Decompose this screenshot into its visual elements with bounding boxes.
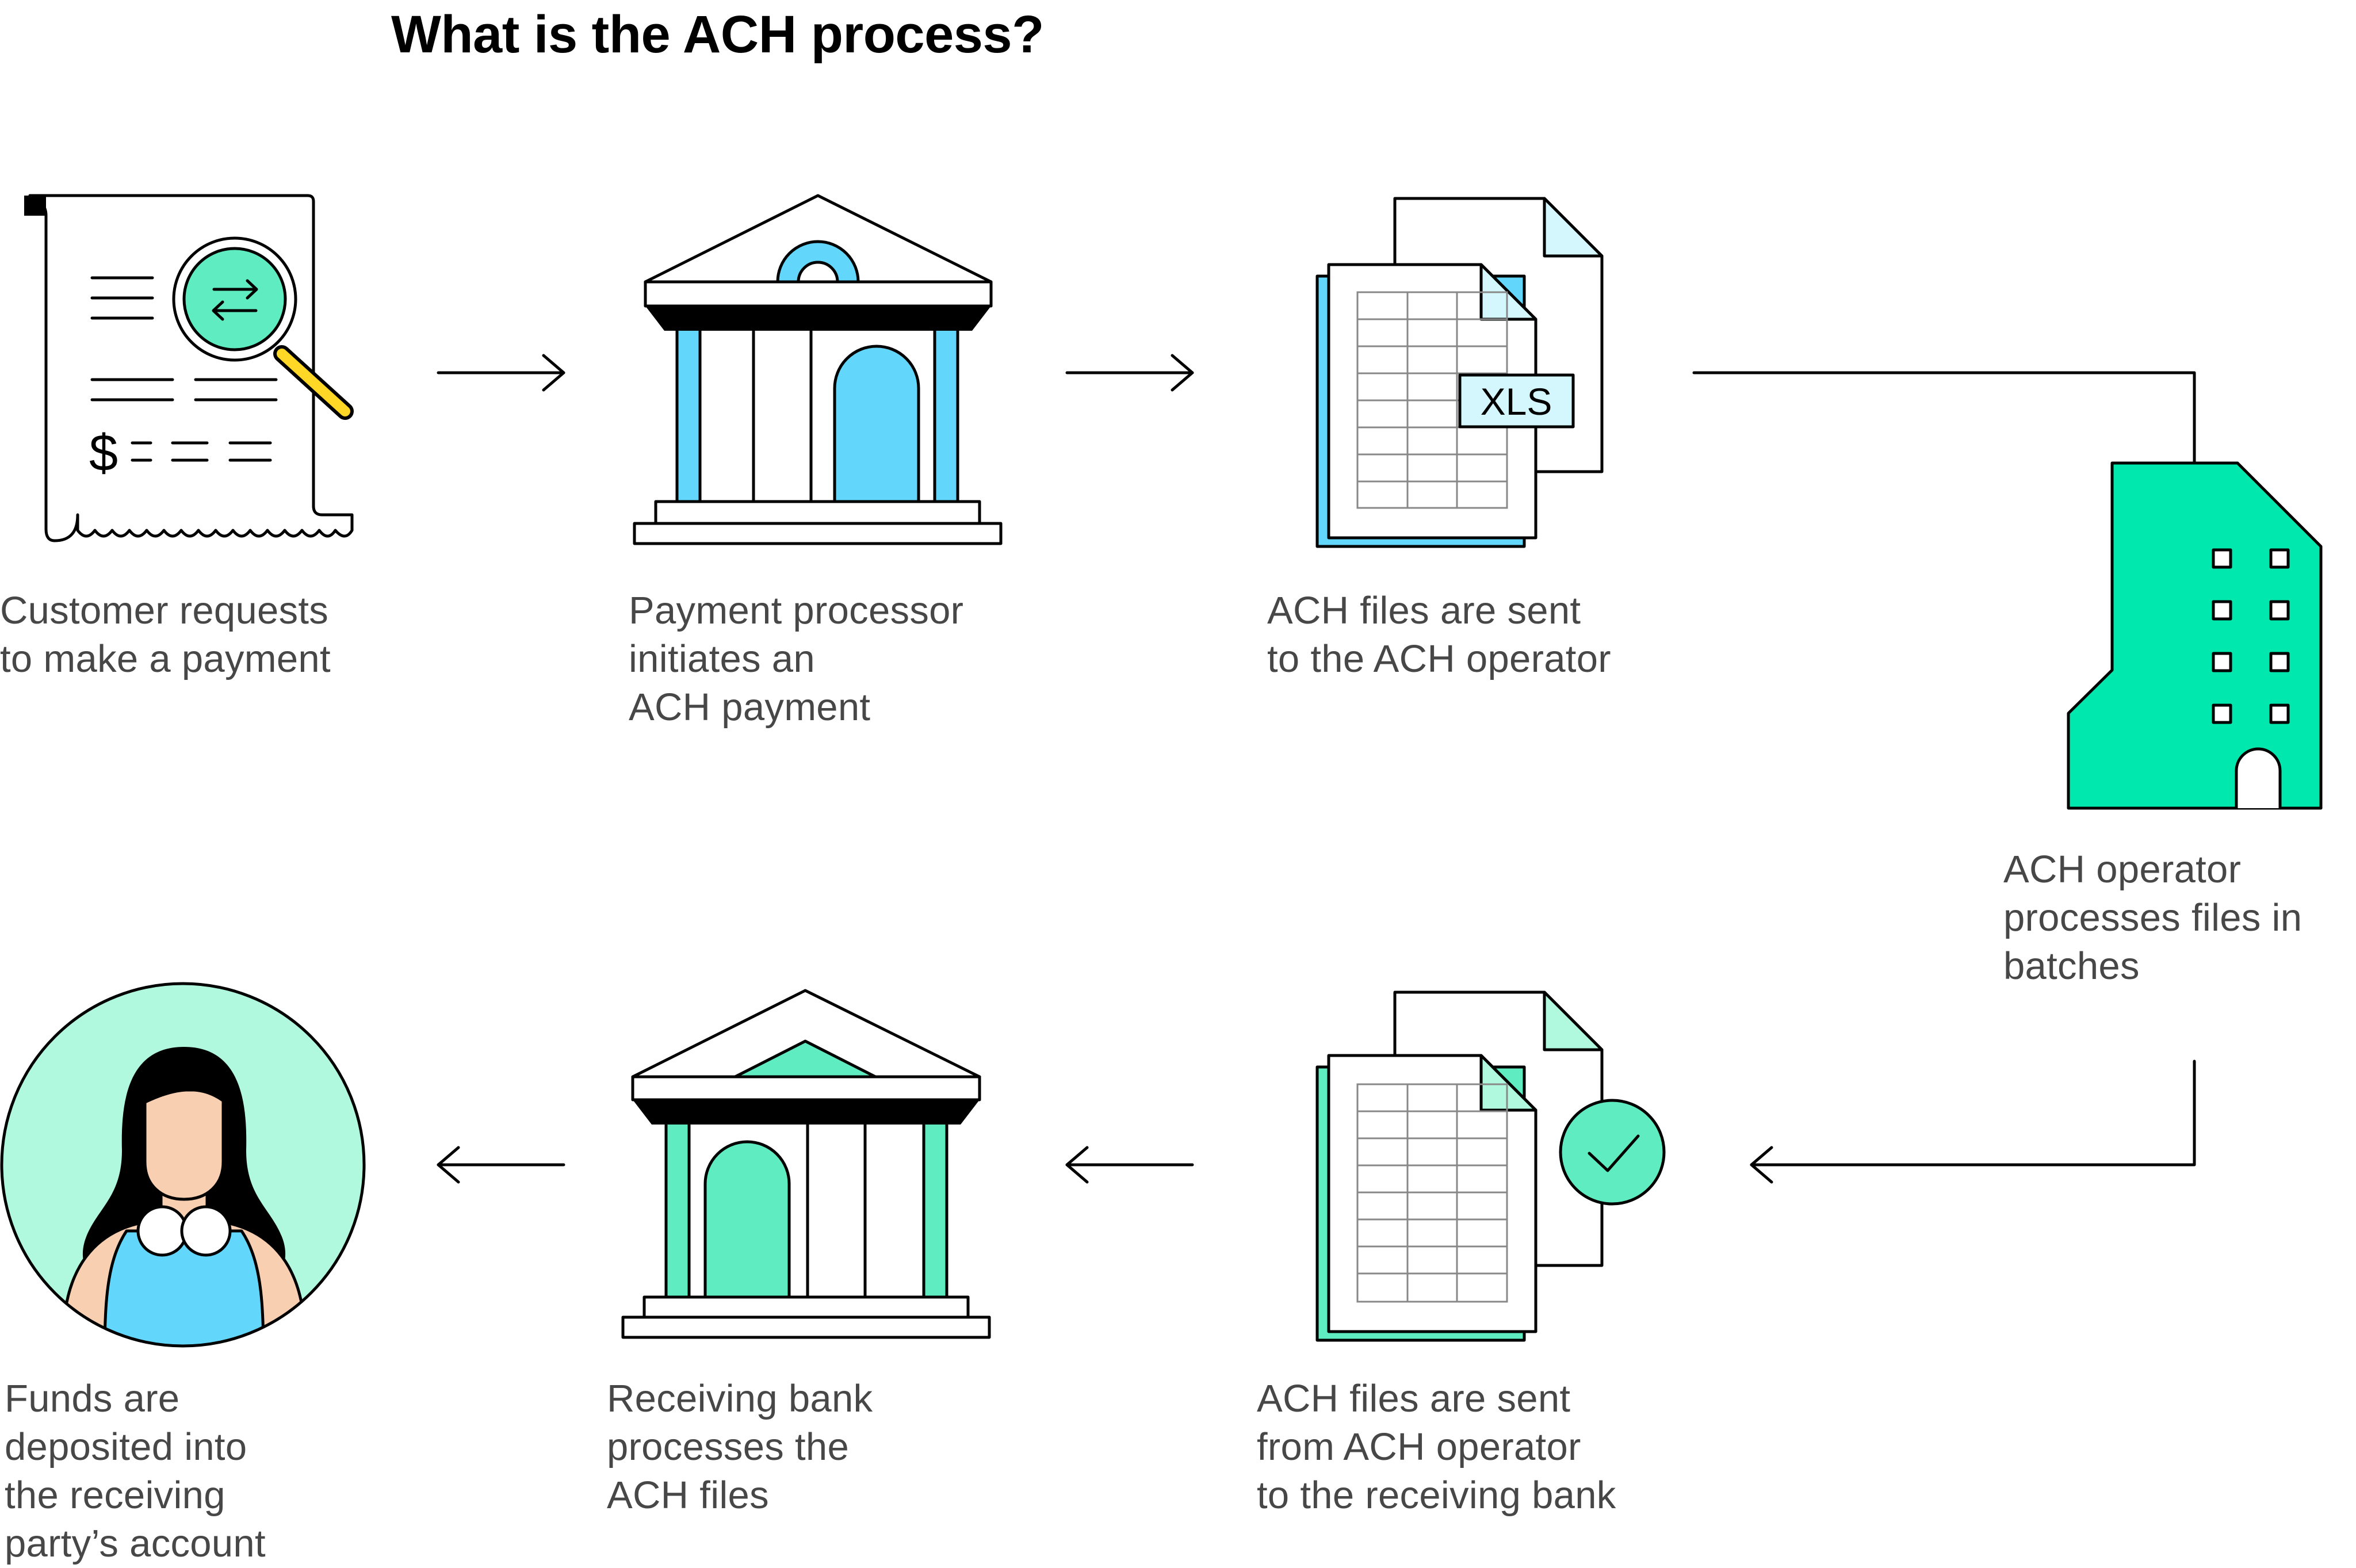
bank-building-icon [621,989,991,1339]
caption-line: ACH files are sent [1257,1377,1571,1420]
caption-line: from ACH operator [1257,1425,1581,1468]
step-2-caption: Payment processor initiates an ACH payme… [629,587,963,732]
step-4-caption: ACH operator processes files in batches [2003,846,2302,990]
caption-line: to the receiving bank [1257,1474,1616,1517]
svg-text:$: $ [89,424,118,482]
step-3-caption: ACH files are sent to the ACH operator [1267,587,1611,683]
caption-line: the receiving [5,1474,225,1517]
step-7-caption: Funds are deposited into the receiving p… [5,1375,266,1568]
step-6-caption: Receiving bank processes the ACH files [607,1375,873,1520]
caption-line: ACH files are sent [1267,589,1581,632]
xls-files-icon: XLS [1315,197,1604,548]
caption-line: Funds are [5,1377,180,1420]
caption-line: to the ACH operator [1267,637,1611,680]
caption-line: to make a payment [0,637,331,680]
checked-files-icon [1315,990,1666,1342]
connector-arrow-left [1750,1060,2196,1184]
arrow-right [1065,354,1194,392]
caption-line: ACH files [607,1474,769,1517]
caption-line: ACH operator [2003,848,2242,891]
xls-badge: XLS [1481,380,1552,423]
caption-line: Payment processor [629,589,964,632]
caption-line: batches [2003,944,2140,988]
diagram-title: What is the ACH process? [391,5,1044,64]
step-1-caption: Customer requests to make a payment [0,587,331,683]
bank-building-icon [633,194,1003,545]
caption-line: party’s account [5,1522,266,1565]
caption-line: Customer requests [0,589,329,632]
caption-line: initiates an [629,637,815,680]
arrow-left [1065,1146,1194,1184]
arrow-right [437,354,565,392]
connector-line [1692,371,2196,465]
receipt-magnifier-icon: $ [24,194,354,542]
caption-line: deposited into [5,1425,247,1468]
office-building-icon [2067,461,2323,810]
person-avatar-icon [0,982,366,1348]
arrow-left [437,1146,565,1184]
step-5-caption: ACH files are sent from ACH operator to … [1257,1375,1616,1520]
caption-line: processes the [607,1425,850,1468]
caption-line: Receiving bank [607,1377,873,1420]
caption-line: processes files in [2003,896,2303,939]
caption-line: ACH payment [629,686,871,729]
